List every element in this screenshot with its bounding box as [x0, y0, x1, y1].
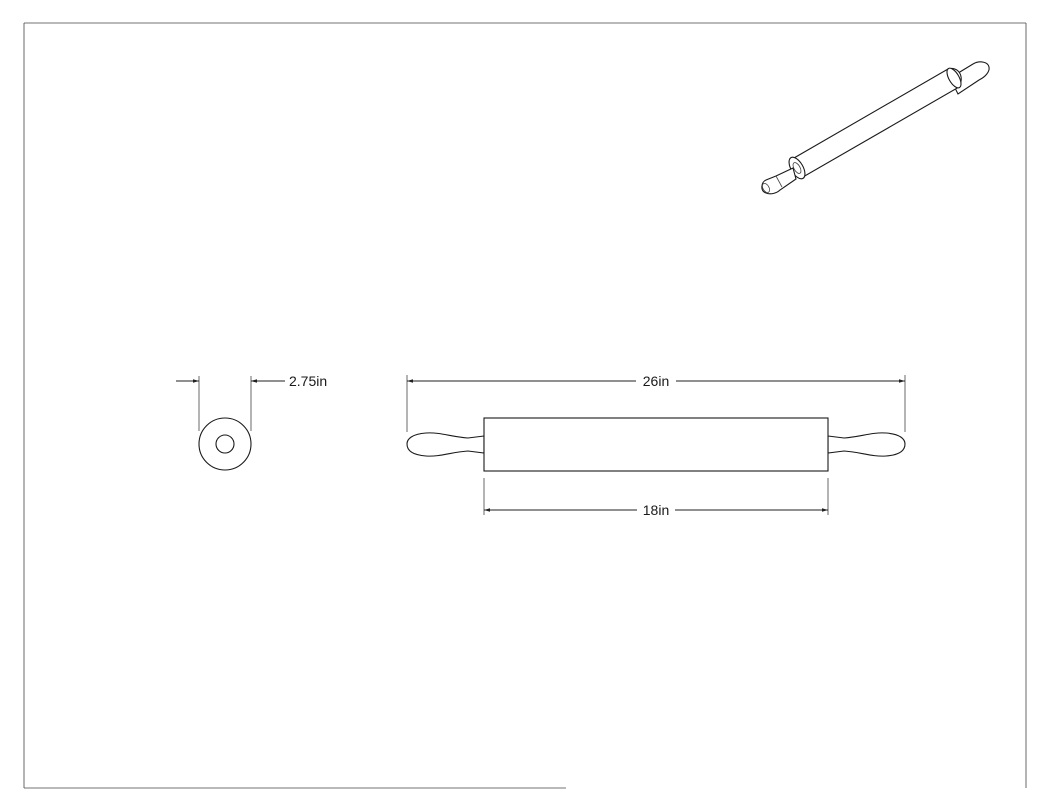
barrel-length-label: 18in: [643, 502, 669, 518]
barrel-length-dimension: 18in: [483, 478, 829, 518]
front-view: 26in 18in: [406, 373, 906, 518]
sheet-border: [23, 22, 1027, 789]
overall-length-label: 26in: [643, 373, 669, 389]
end-view: 2.75in: [176, 373, 327, 471]
overall-length-dimension: 26in: [406, 373, 906, 432]
isometric-view: [761, 61, 990, 195]
diameter-dimension-label: 2.75in: [289, 373, 327, 389]
